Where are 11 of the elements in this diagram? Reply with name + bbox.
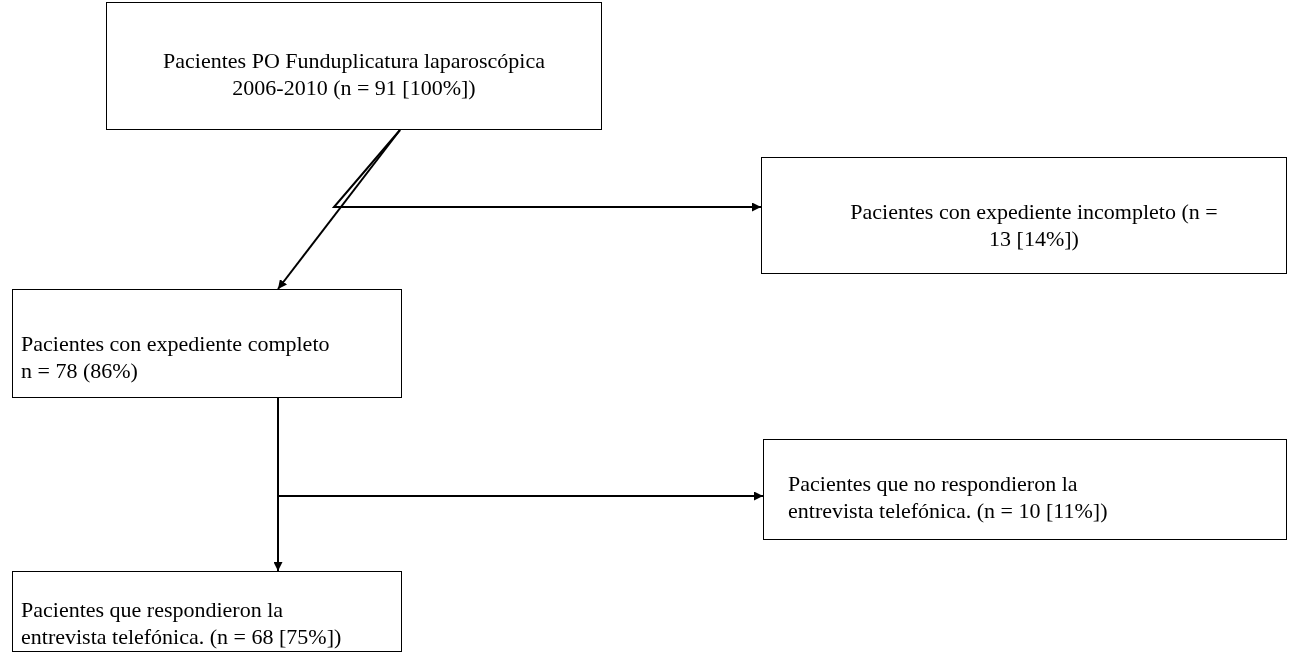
box-text: Pacientes que no respondieron la entrevista telefónica. (n = 10 [11%]) [788, 470, 1109, 524]
box-text: Pacientes PO Funduplicatura laparoscópica 2006-2010 (n = 91 [100%]) [162, 47, 546, 101]
process-box [763, 439, 1287, 540]
arrow [331, 129, 762, 212]
box-text: Pacientes que respondieron la entrevista telefónica. (n = 68 [75%]) [21, 596, 343, 650]
process-box [761, 157, 1287, 274]
box-text: Pacientes con expediente completo n = 78 (86%) [21, 330, 331, 384]
process-box [12, 289, 402, 398]
process-box [106, 2, 602, 130]
process-box [12, 571, 402, 652]
box-text: Pacientes con expediente incompleto (n = 13 [14%]) [849, 198, 1219, 252]
